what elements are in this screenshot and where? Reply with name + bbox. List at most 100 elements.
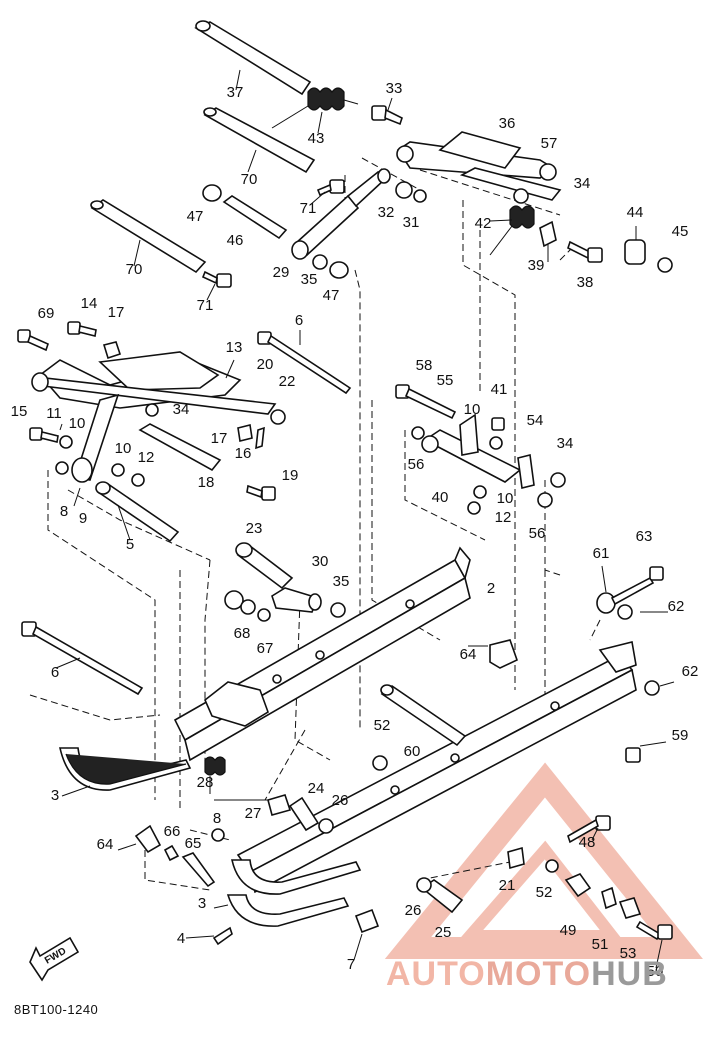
callout-c9: 9: [79, 510, 87, 527]
callout-c32: 32: [378, 204, 395, 221]
callout-c10b: 10: [464, 401, 481, 418]
callout-c47a: 47: [187, 208, 204, 225]
callout-c42: 42: [475, 215, 492, 232]
callout-c38: 38: [577, 274, 594, 291]
shaft-60: [380, 684, 467, 747]
callout-c68: 68: [234, 625, 251, 642]
callout-c43: 43: [308, 130, 325, 147]
watermark-triangle-outer: [384, 762, 703, 959]
callout-c63: 63: [636, 528, 653, 545]
bracket-front: [204, 681, 269, 727]
bolt-61: [596, 566, 664, 696]
callout-c4: 4: [177, 930, 185, 947]
callout-c25: 25: [435, 924, 452, 941]
callout-c17b: 17: [211, 430, 228, 447]
callout-c56b: 56: [529, 525, 546, 542]
cap-44: [624, 239, 646, 265]
callout-c37: 37: [227, 84, 244, 101]
callout-c5: 5: [126, 536, 134, 553]
callout-c57: 57: [541, 135, 558, 152]
slide-rail-2: [173, 546, 471, 762]
long-bolt-6-upper: [257, 331, 352, 395]
callout-c65: 65: [185, 835, 202, 852]
callout-c49: 49: [560, 922, 577, 939]
front-arm-13: [31, 351, 277, 483]
callout-c54: 54: [527, 412, 544, 429]
callout-c19: 19: [282, 467, 299, 484]
callout-c22: 22: [279, 373, 296, 390]
cap-64-lower: [134, 824, 162, 854]
bolt-33: [371, 105, 403, 126]
watermark-text-auto: AUTO: [386, 955, 486, 993]
callout-c17a: 17: [108, 304, 125, 321]
callout-c64b: 64: [97, 836, 114, 853]
callout-c35a: 35: [301, 271, 318, 288]
small-parts-lower: [163, 747, 673, 946]
callout-c13: 13: [226, 339, 243, 356]
callout-c39: 39: [528, 257, 545, 274]
shaft-70-lower: [90, 199, 207, 274]
callout-c26a: 26: [332, 792, 349, 809]
callout-c34a: 34: [574, 175, 591, 192]
callout-c3a: 3: [51, 787, 59, 804]
document-code: 8BT100-1240: [14, 1002, 98, 1017]
callout-c31: 31: [403, 214, 420, 231]
callout-c50: 50: [647, 963, 664, 980]
callout-c21: 21: [499, 877, 516, 894]
rear-arm-36: [396, 131, 562, 204]
callout-c56a: 56: [408, 456, 425, 473]
callout-c26b: 26: [405, 902, 422, 919]
shaft-70-upper: [203, 107, 316, 174]
callout-c30: 30: [312, 553, 329, 570]
skid-3-lower: [226, 859, 362, 927]
callout-c58: 58: [416, 357, 433, 374]
watermark-text: AUTOMOTOHUB: [386, 955, 668, 993]
callout-c29: 29: [273, 264, 290, 281]
callout-c14: 14: [81, 295, 98, 312]
callout-c23: 23: [246, 520, 263, 537]
callout-c6a: 6: [295, 312, 303, 329]
callout-c3b: 3: [198, 895, 206, 912]
callout-c36: 36: [499, 115, 516, 132]
callout-c45: 45: [672, 223, 689, 240]
cap-64-upper: [489, 639, 518, 669]
callout-c18: 18: [198, 474, 215, 491]
callout-c71b: 71: [197, 297, 214, 314]
watermark-text-moto: MOTO: [486, 955, 591, 993]
callout-c8b: 8: [213, 810, 221, 827]
collars-30-35-68-67: [224, 587, 346, 622]
callout-c55: 55: [437, 372, 454, 389]
callout-c10d: 10: [497, 490, 514, 507]
callout-c61: 61: [593, 545, 610, 562]
callout-c67: 67: [257, 640, 274, 657]
callout-c66: 66: [164, 823, 181, 840]
callout-c28: 28: [197, 774, 214, 791]
fwd-arrow-icon: FWD: [29, 936, 80, 982]
callout-c34c: 34: [557, 435, 574, 452]
rear-pivot-arm-40: [421, 413, 535, 489]
callout-c70a: 70: [241, 171, 258, 188]
bolt-71-upper: [316, 179, 345, 197]
callout-c69: 69: [38, 305, 55, 322]
callout-c51: 51: [592, 936, 609, 953]
callout-c7: 7: [347, 956, 355, 973]
shaft-37: [194, 20, 312, 96]
callout-c71a: 71: [300, 200, 317, 217]
callout-c47b: 47: [323, 287, 340, 304]
small-parts-rear: [395, 384, 566, 515]
callout-c10a: 10: [69, 415, 86, 432]
callout-c64a: 64: [460, 646, 477, 663]
callout-c20: 20: [257, 356, 274, 373]
small-parts-front: [17, 321, 286, 501]
callout-c33: 33: [386, 80, 403, 97]
callout-c10c: 10: [115, 440, 132, 457]
callout-c11: 11: [46, 405, 62, 422]
callout-c46: 46: [227, 232, 244, 249]
callout-c52b: 52: [536, 884, 553, 901]
spring-43: [271, 87, 359, 129]
callout-c8a: 8: [60, 503, 68, 520]
skid-3-upper: [58, 747, 192, 791]
collars-47-46-35: [202, 181, 427, 279]
callout-c6b: 6: [51, 664, 59, 681]
